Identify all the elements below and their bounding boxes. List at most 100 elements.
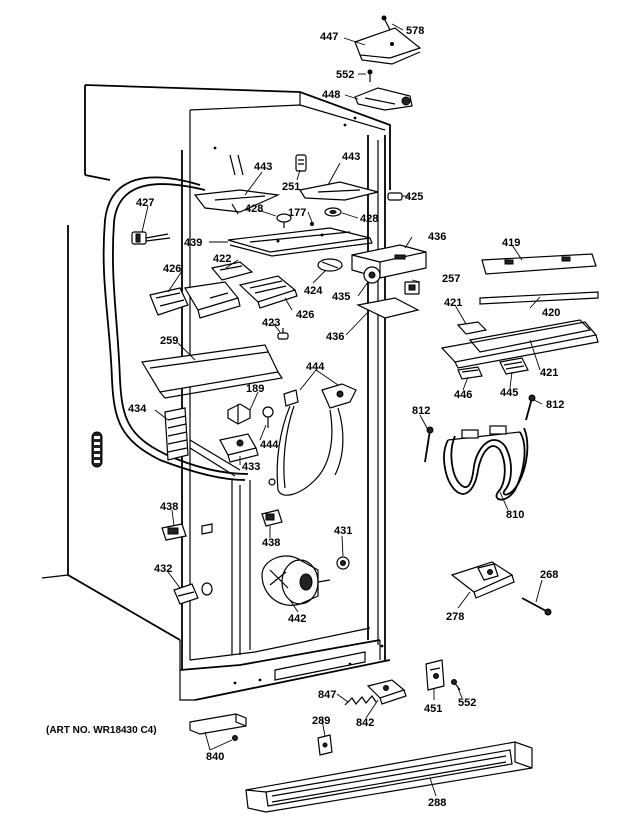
- part-443-right-bracket: [299, 181, 379, 201]
- art-number: (ART NO. WR18430 C4): [46, 725, 157, 736]
- part-433-bracket: [219, 433, 259, 463]
- part-426-module-left: [149, 287, 189, 316]
- label-446: 446: [454, 389, 472, 401]
- label-443-right: 443: [342, 151, 360, 163]
- label-257: 257: [442, 273, 460, 285]
- part-422-display: [210, 261, 254, 281]
- label-259: 259: [160, 335, 178, 347]
- part-436-control-housing: [351, 244, 427, 279]
- label-842: 842: [356, 717, 374, 729]
- label-847: 847: [318, 689, 336, 701]
- cabinet-outline: [41, 84, 391, 701]
- part-288-base-grille: [245, 741, 533, 813]
- part-278-bracket: [450, 561, 515, 599]
- part-810-heater: [443, 425, 529, 501]
- part-438-socket-center: [261, 509, 283, 527]
- label-435: 435: [332, 291, 350, 303]
- label-177: 177: [288, 207, 306, 219]
- part-438-socket-left: [161, 523, 213, 541]
- part-259-shield: [141, 344, 284, 399]
- part-268-screw: [521, 597, 552, 616]
- part-447-cover: [354, 27, 422, 65]
- label-425: 425: [405, 191, 423, 203]
- label-812-right: 812: [546, 399, 564, 411]
- part-428-knob-left: [276, 213, 292, 228]
- part-419-bar: [481, 253, 597, 275]
- label-436-top: 436: [428, 231, 446, 243]
- label-424: 424: [304, 285, 323, 297]
- label-443-left: 443: [254, 161, 272, 173]
- part-421-clip: [456, 321, 488, 335]
- label-552-lower: 552: [458, 697, 476, 709]
- part-443-left-bracket: [193, 189, 281, 215]
- label-432: 432: [154, 563, 172, 575]
- part-442-fan-motor: [261, 555, 331, 606]
- label-428-left: 428: [245, 203, 263, 215]
- part-812-sensor-left: [424, 426, 434, 463]
- label-434: 434: [128, 403, 147, 415]
- label-444-bottom: 444: [260, 439, 279, 451]
- screw-840-icon: [232, 735, 238, 741]
- label-436-bottom: 436: [326, 331, 344, 343]
- label-421-top: 421: [444, 297, 462, 309]
- label-552: 552: [336, 69, 354, 81]
- part-842-hinge: [366, 679, 407, 705]
- part-427-connector: [131, 231, 171, 245]
- label-578: 578: [406, 25, 424, 37]
- part-445-clip: [499, 357, 529, 375]
- label-420: 420: [542, 307, 560, 319]
- part-251-thermistor: [295, 154, 307, 172]
- label-451: 451: [424, 703, 442, 715]
- part-189-connector: [227, 403, 251, 425]
- label-812-left: 812: [412, 405, 430, 417]
- part-423-bulb: [277, 328, 289, 340]
- part-434-grille: [164, 407, 189, 461]
- label-428-right: 428: [360, 213, 378, 225]
- part-432-lamp-socket: [173, 582, 213, 605]
- label-427: 427: [136, 197, 154, 209]
- screw-578-icon: [381, 15, 391, 31]
- part-840-hinge-cover: [189, 713, 247, 735]
- part-446-clip: [457, 366, 483, 380]
- label-426-right: 426: [296, 309, 314, 321]
- part-289-clip: [317, 734, 333, 756]
- part-812-sensor-right: [525, 394, 536, 421]
- label-426-left: 426: [163, 263, 181, 275]
- label-421-bottom: 421: [540, 367, 558, 379]
- label-423: 423: [262, 317, 280, 329]
- label-442: 442: [288, 613, 306, 625]
- label-448: 448: [322, 89, 340, 101]
- part-177-screw: [310, 222, 314, 226]
- label-438-center: 438: [262, 537, 280, 549]
- part-431-nut: [336, 556, 350, 570]
- label-268: 268: [540, 569, 558, 581]
- part-424-damper: [317, 258, 343, 272]
- part-426-keypad: [238, 275, 298, 309]
- part-436-plate: [356, 297, 420, 319]
- label-278: 278: [446, 611, 464, 623]
- part-552-screw-lower: [451, 679, 461, 691]
- label-289: 289: [312, 715, 330, 727]
- part-439-control-panel: [227, 227, 373, 257]
- label-288: 288: [428, 797, 446, 809]
- part-444-harness: [268, 383, 357, 496]
- part-428-knob-right: [324, 207, 342, 217]
- part-435-motor: [363, 266, 381, 284]
- part-421-tray: [440, 319, 599, 369]
- part-labels: 578 447 552 448 443 443 251 425 427 428 …: [46, 25, 564, 809]
- label-840: 840: [206, 751, 224, 763]
- label-810: 810: [506, 509, 524, 521]
- part-444-sensor-small: [262, 406, 274, 428]
- label-189: 189: [246, 383, 264, 395]
- part-847-spring: [344, 695, 377, 706]
- label-419: 419: [502, 237, 520, 249]
- label-438-left: 438: [160, 501, 178, 513]
- label-422: 422: [213, 253, 231, 265]
- label-444-top: 444: [306, 361, 325, 373]
- leader-lines: [141, 23, 543, 797]
- label-447: 447: [320, 31, 338, 43]
- part-451-bracket: [425, 659, 445, 691]
- label-433: 433: [242, 461, 260, 473]
- label-251: 251: [282, 181, 300, 193]
